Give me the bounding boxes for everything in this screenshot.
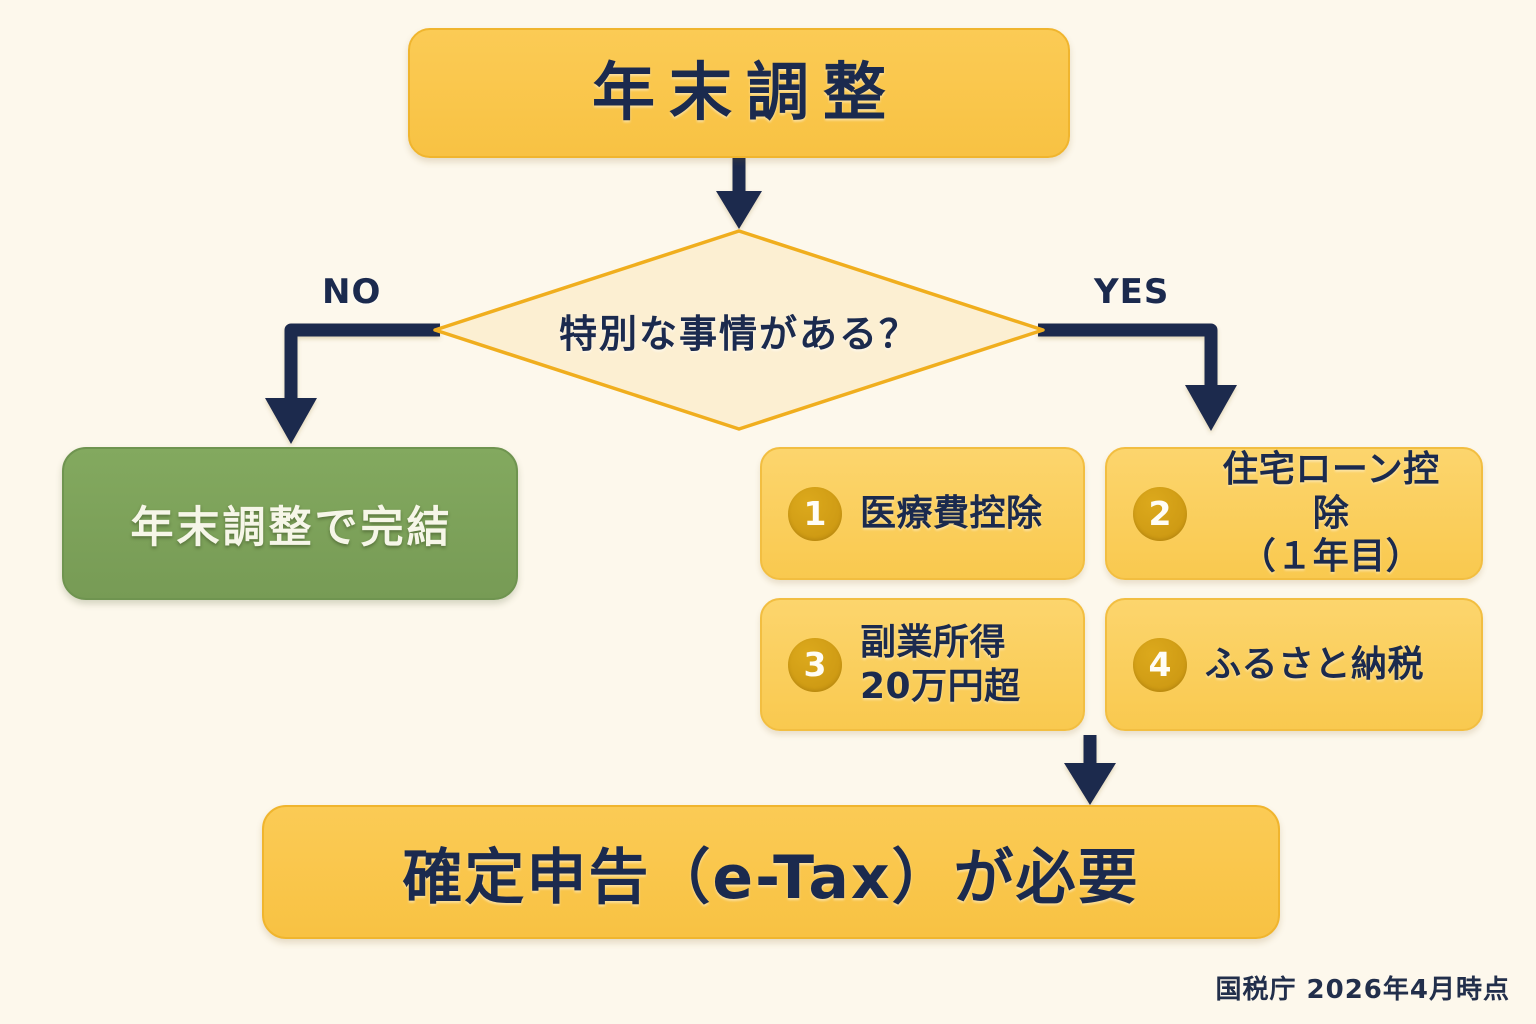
title-label: 年末調整 [592,55,900,129]
branch-label-no: NO [322,272,382,312]
item-label-4-line1: ふるさと納税 [1205,643,1425,685]
node-title: 年末調整 [408,28,1070,158]
item-card-2: 2 住宅ローン控除 （１年目） [1105,447,1483,580]
arrow-yes-branch [1038,323,1237,431]
outcome-no-label: 年末調整で完結 [130,502,453,553]
item-label-2-line1: 住宅ローン控除 [1222,448,1440,534]
arrow-title-to-decision [716,158,762,229]
arrow-no-branch [265,323,440,444]
item-card-3: 3 副業所得 20万円超 [760,598,1085,731]
item-card-1: 1 医療費控除 [760,447,1085,580]
item-badge-1: 1 [788,486,842,541]
decision-label: 特別な事情がある？ [558,311,919,356]
item-label-3: 副業所得 20万円超 [860,621,1021,709]
source-note: 国税庁 2026年4月時点 [1215,975,1510,1005]
item-label-2: 住宅ローン控除 （１年目） [1205,448,1481,580]
outcome-yes-label: 確定申告（e-Tax）が必要 [402,842,1140,913]
node-decision: 特別な事情がある？ [432,228,1046,432]
node-outcome-no: 年末調整で完結 [62,447,518,600]
branch-label-yes: YES [1094,272,1170,312]
item-label-3-line1: 副業所得 [860,621,1007,663]
item-label-3-line2: 20万円超 [860,665,1021,707]
item-label-2-line2: （１年目） [1239,536,1423,578]
node-outcome-yes: 確定申告（e-Tax）が必要 [262,805,1280,939]
arrow-items-to-final [1064,735,1116,805]
item-badge-4: 4 [1133,637,1187,692]
item-label-1: 医療費控除 [860,492,1043,536]
item-label-4: ふるさと納税 [1205,643,1424,687]
decision-diamond-shape [433,229,1045,431]
item-badge-3: 3 [788,637,842,692]
item-card-4: 4 ふるさと納税 [1105,598,1483,731]
item-label-1-line1: 医療費控除 [860,492,1043,534]
item-badge-2: 2 [1133,486,1187,541]
